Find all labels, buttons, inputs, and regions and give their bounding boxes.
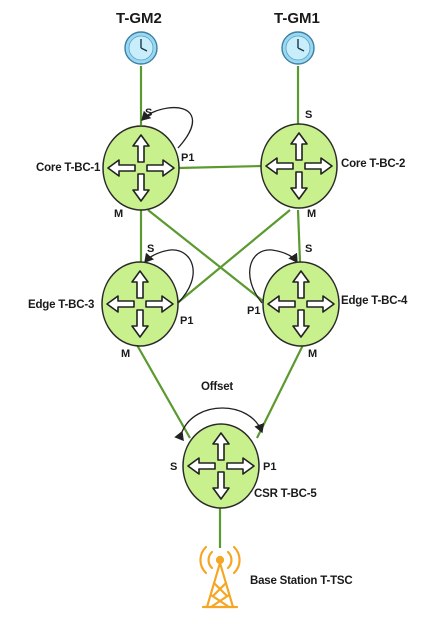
node-label-base-station: Base Station T-TSC [250, 575, 353, 587]
port-label-core1-s: S [145, 107, 153, 119]
port-label-core1-m: M [114, 208, 124, 220]
port-label-edge4-p1: P1 [247, 305, 261, 317]
offset-arrow [174, 407, 265, 442]
node-label-edge4: Edge T-BC-4 [341, 295, 408, 307]
edge3-loop-arrow [144, 249, 194, 304]
link-core1-core2 [177, 164, 263, 170]
offset-label: Offset [201, 381, 234, 393]
clock-label-gm1: T-GM1 [274, 10, 320, 27]
port-label-edge3-p1: P1 [180, 315, 194, 327]
edge4-loop-arrow [249, 249, 298, 304]
node-label-csr5: CSR T-BC-5 [254, 488, 317, 500]
core1-loop-arrow [141, 106, 194, 149]
port-label-core1-p1: P1 [181, 152, 195, 164]
port-label-core2-s: S [305, 109, 313, 121]
links [136, 66, 304, 548]
link-core1-edge4 [147, 209, 269, 306]
clock-icon-gm1 [281, 31, 315, 65]
port-label-edge3-m: M [121, 348, 131, 360]
router-icon-csr5 [182, 423, 260, 509]
cell-tower-icon [199, 545, 241, 609]
port-label-edge3-s: S [147, 243, 155, 255]
node-label-core1: Core T-BC-1 [36, 162, 101, 174]
port-label-csr5-p1: P1 [263, 461, 277, 473]
link-edge3-core2 [174, 209, 291, 306]
link-edge3-csr5 [136, 344, 191, 439]
router-icon-core1 [102, 125, 180, 211]
node-label-core2: Core T-BC-2 [341, 158, 406, 170]
clock-label-gm2: T-GM2 [116, 10, 162, 27]
router-icon-core2 [260, 123, 338, 209]
node-label-edge3: Edge T-BC-3 [28, 299, 95, 311]
router-icon-edge3 [101, 261, 179, 347]
link-core2-edge4 [296, 209, 302, 263]
router-icon-edge4 [262, 261, 340, 347]
port-label-edge4-s: S [305, 243, 313, 255]
loop-arrows [141, 106, 298, 442]
port-label-edge4-m: M [308, 348, 318, 360]
port-label-core2-m: M [307, 208, 317, 220]
clock-icon-gm2 [124, 31, 158, 65]
port-label-csr5-s: S [170, 461, 178, 473]
link-edge4-csr5 [256, 344, 304, 439]
